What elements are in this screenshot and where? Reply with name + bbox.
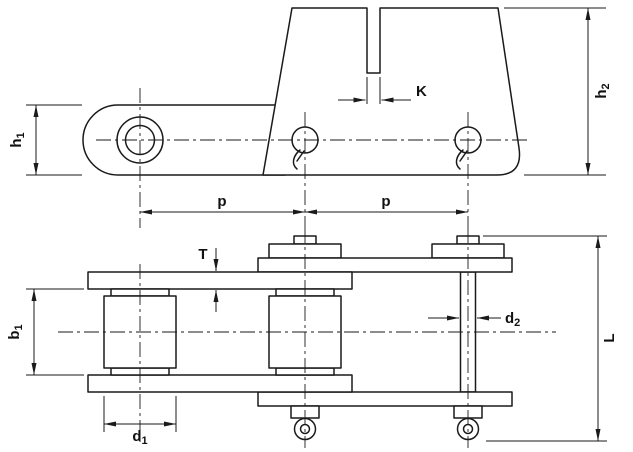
extension-line — [483, 235, 607, 442]
dim-d2: d2 — [428, 310, 520, 329]
outer-plate — [257, 391, 513, 407]
extension-line — [26, 288, 84, 376]
plan-view — [58, 228, 556, 448]
dim-label-p-left: p — [217, 193, 226, 210]
extension-line — [366, 77, 381, 104]
dim-label-d2: d2 — [505, 310, 520, 329]
side-view — [82, 7, 530, 228]
dim-b1: b1 — [6, 288, 84, 376]
dim-label-d1: d1 — [132, 428, 147, 447]
extension-line — [26, 104, 82, 176]
inner-plate — [87, 271, 353, 290]
centerline — [58, 228, 556, 448]
dim-label-k: K — [416, 83, 427, 100]
dim-pitch: p p — [140, 193, 468, 215]
dim-label-p-right: p — [381, 193, 390, 210]
attachment-plate — [262, 7, 521, 176]
dim-h1: h1 — [8, 104, 82, 176]
dim-label-l: L — [601, 333, 618, 342]
dim-label-t: T — [198, 246, 207, 263]
centerline — [96, 88, 530, 228]
dim-label-h2: h2 — [593, 83, 612, 98]
outer-plate — [257, 257, 513, 273]
dim-label-b1: b1 — [6, 324, 25, 339]
cotter-pin — [455, 149, 468, 170]
dim-l: L — [483, 235, 618, 442]
dim-h2: h2 — [504, 7, 612, 176]
cotter-pin — [292, 149, 305, 170]
dim-t: T — [198, 246, 219, 312]
dim-label-h1: h1 — [8, 132, 27, 147]
dim-d1: d1 — [103, 396, 177, 447]
inner-plate — [87, 374, 353, 393]
dim-k: K — [338, 77, 427, 104]
